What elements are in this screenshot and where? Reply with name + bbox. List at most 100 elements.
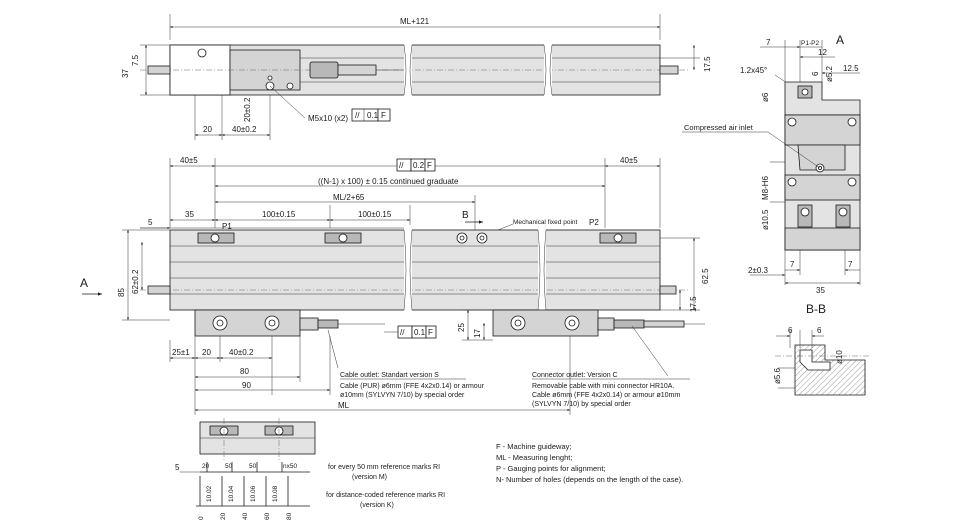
top-view: ML+121 37 7.5 <box>121 14 712 140</box>
ref-label-k2: (version K) <box>360 502 394 509</box>
half-ml-dim: ML/2+65 <box>333 193 365 202</box>
legend-line-0: F - Machine guideway; <box>496 442 571 451</box>
ref-bottom-1: 20 <box>220 512 227 520</box>
reference-marks-detail: 5 20 50 50 nx50 for every 50 mm referenc… <box>175 418 445 520</box>
dim-62-5: 62.5 <box>701 268 710 284</box>
right-17-5: 17.5 <box>703 56 712 72</box>
outlet-s-title: Cable outlet: Standart version S <box>340 372 439 379</box>
air-inlet-label: Compressed air inlet <box>684 123 754 132</box>
ref-top-2: 50 <box>249 463 257 470</box>
ref-bottom-4: 80 <box>286 512 293 520</box>
side-m8: M8-H6 <box>761 175 770 200</box>
ref-top-3: nx50 <box>283 463 297 470</box>
section-d6b: 6 <box>817 326 822 335</box>
ref-top-1: 50 <box>225 463 233 470</box>
ref-k-2: 10.06 <box>250 485 257 502</box>
ref-k-0: 10.02 <box>206 485 213 502</box>
outlet-c-line2: Cable ø6mm (FFE 4x2x0.14) or armour ø10m… <box>532 392 680 399</box>
dim-85: 85 <box>117 288 126 297</box>
tol-slash-top: // <box>355 111 360 120</box>
height-37: 37 <box>121 69 130 78</box>
tol-bottom-ref: F <box>428 328 433 337</box>
side-d7: 7 <box>766 38 771 47</box>
section-d6: 6 <box>788 326 793 335</box>
tol-parallel-ref: F <box>427 161 432 170</box>
dim-62-left: 62±0.2 <box>131 269 140 294</box>
dim-40-top: 40±0.2 <box>232 125 257 134</box>
section-bb-title: B-B <box>806 302 826 316</box>
outlet-s-line1: Cable (PUR) ø6mm (FFE 4x2x0.14) or armou… <box>340 383 485 390</box>
dim-90: 90 <box>242 381 251 390</box>
tol-parallel: 0.2 <box>413 161 425 170</box>
dim-17: 17 <box>473 329 482 338</box>
tol-top: 0.1 <box>367 111 379 120</box>
dim-40-left: 40±5 <box>180 156 198 165</box>
side-d5-2: ø5.2 <box>825 65 834 82</box>
side-p1p2: P1-P2 <box>801 40 819 47</box>
side-d7-bottom: 7 <box>790 260 795 269</box>
legend-line-2: P - Gauging points for alignment; <box>496 464 606 473</box>
legend: F - Machine guideway; ML - Measuring len… <box>496 442 683 484</box>
tol-top-ref: F <box>381 111 386 120</box>
dim-35: 35 <box>185 210 194 219</box>
front-body <box>169 229 661 311</box>
side-d12: 12 <box>818 48 827 57</box>
dim-20-bottom: 20 <box>202 348 211 357</box>
side-a-title: A <box>836 33 844 47</box>
overall-dim-label: ML+121 <box>400 17 430 26</box>
view-a-label: A <box>80 276 88 290</box>
section-d5-6: ø5.6 <box>773 367 782 384</box>
ref-bottom-2: 40 <box>242 512 249 520</box>
p2-label: P2 <box>589 218 599 227</box>
ref-top-0: 20 <box>202 463 210 470</box>
thread-callout: M5x10 (x2) <box>308 114 348 123</box>
dim-20-top: 20 <box>203 125 212 134</box>
dim-25-1: 25±1 <box>172 348 190 357</box>
tol-par-slash: // <box>399 161 404 170</box>
outlet-c-line3: (SYLVYN 7/10) by special order <box>532 401 631 408</box>
side-d2-0-3: 2±0.3 <box>748 266 769 275</box>
legend-line-1: ML - Measuring lenght; <box>496 453 572 462</box>
tol-bottom-slash: // <box>400 328 405 337</box>
label-b-top: B <box>462 210 469 221</box>
side-d7-bottom2: 7 <box>848 260 853 269</box>
dim-20-0-2: 20±0.2 <box>243 97 252 122</box>
section-bb: B-B 6 6 ø10 ø5.6 <box>773 302 870 396</box>
side-d6-left: ø6 <box>761 92 770 102</box>
graduate-dim: ((N-1) x 100) ± 0.15 continued graduate <box>318 177 459 186</box>
ref-k-1: 10.04 <box>228 485 235 502</box>
height-7-5: 7.5 <box>131 54 140 66</box>
front-view: 40±5 40±5 // 0.2 F ((N-1) x 100) ± 0.15 … <box>80 156 710 415</box>
ref-k-3: 10.08 <box>272 485 279 502</box>
ref-label-k: for distance-coded reference marks RI <box>326 492 445 499</box>
outlet-s-line2: ø10mm (SYLVYN 7/10) by special order <box>340 392 465 399</box>
dim-25: 25 <box>457 323 466 332</box>
mount-plate-s <box>194 309 301 337</box>
dim-5: 5 <box>148 218 153 227</box>
ref-bottom-3: 60 <box>264 512 271 520</box>
side-chamfer: 1.2x45° <box>740 66 767 75</box>
side-view-a: A 7 P1-P2 12 12.5 6 ø5.2 1.2x45° ø6 <box>682 33 861 295</box>
side-d35: 35 <box>816 286 825 295</box>
mech-fixed-label: Mechanical fixed point <box>513 219 578 226</box>
side-d10-5: ø10.5 <box>761 209 770 230</box>
dim-ml: ML <box>338 401 350 410</box>
tol-bottom: 0.1 <box>414 328 426 337</box>
ref-label-m2: (version M) <box>352 474 387 481</box>
outlet-c-title: Connector outlet: Version C <box>532 372 618 379</box>
ref-bottom-0: 0 <box>198 516 205 520</box>
side-d12-5: 12.5 <box>843 64 859 73</box>
ref-label-m: for every 50 mm reference marks RI <box>328 464 440 471</box>
outlet-c-line1: Removable cable with mini connector HR10… <box>532 383 674 390</box>
p1-label: P1 <box>222 222 232 231</box>
dim-40-bottom: 40±0.2 <box>229 348 254 357</box>
dim-17-5: 17.5 <box>689 296 698 312</box>
legend-line-3: N- Number of holes (depends on the lengt… <box>496 475 683 484</box>
dim-40-right: 40±5 <box>620 156 638 165</box>
section-d10: ø10 <box>835 350 844 364</box>
side-d6: 6 <box>811 71 820 76</box>
dim-80: 80 <box>240 367 249 376</box>
mount-plate-c <box>492 309 599 337</box>
ref-dim-5: 5 <box>175 463 180 472</box>
